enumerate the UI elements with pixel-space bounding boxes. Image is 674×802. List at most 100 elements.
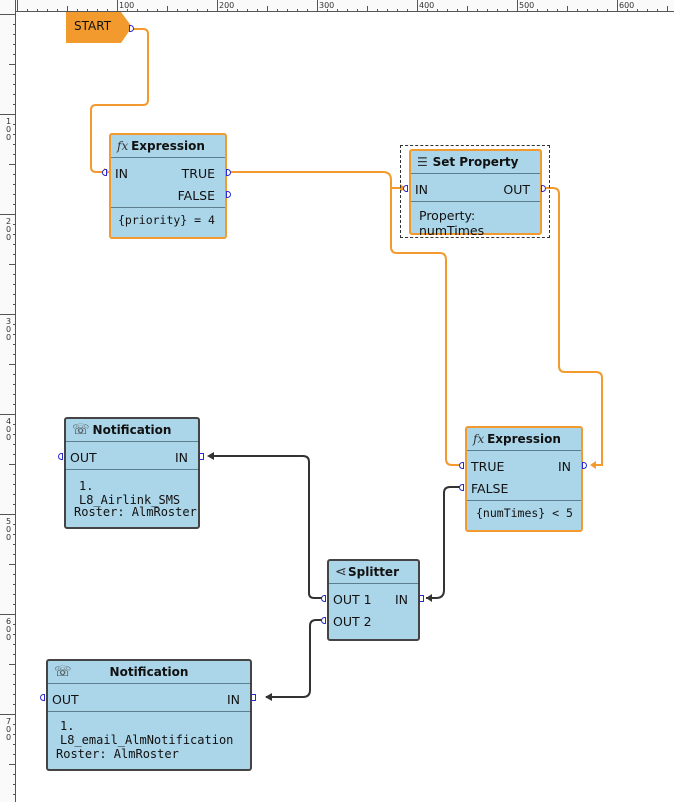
ruler-label: 400 — [419, 1, 434, 10]
out-port-label: OUT — [52, 692, 79, 707]
expression2-in-port[interactable] — [582, 462, 587, 469]
ruler-label: 0 — [6, 233, 11, 242]
property-text: Property: numTimes — [419, 208, 485, 238]
wire-start-to-expression[interactable] — [90, 28, 149, 173]
fx-icon: fx — [117, 139, 129, 153]
ruler-label: 100 — [119, 1, 134, 10]
ruler-label: 0 — [6, 725, 11, 734]
wire-false-to-splitter[interactable] — [426, 486, 460, 599]
in-port-label: IN — [174, 450, 188, 465]
out2-port-label: OUT 2 — [333, 614, 372, 629]
true-port-label: TRUE — [471, 459, 505, 474]
roster-text: Roster: AlmRoster — [74, 505, 197, 519]
wire-splitter-to-notification1[interactable] — [210, 455, 322, 599]
divider — [467, 500, 581, 501]
expression-text: {numTimes} < 5 — [476, 506, 573, 520]
ruler-label: 1 — [6, 117, 11, 126]
arrowhead — [207, 452, 214, 460]
ruler-label: 0 — [6, 533, 11, 542]
ruler-label: 0 — [6, 125, 11, 134]
splitter-out1-port[interactable] — [321, 595, 326, 602]
wire-setproperty-to-expression2[interactable] — [546, 187, 603, 466]
ruler-label: 6 — [6, 617, 11, 626]
selection-box — [400, 145, 550, 238]
roster-text: Roster: AlmRoster — [56, 747, 179, 761]
divider — [111, 207, 225, 208]
out-port-label: OUT — [70, 450, 97, 465]
in-port-label: IN — [226, 692, 240, 707]
arrowhead — [590, 461, 596, 469]
start-label: START — [74, 19, 112, 33]
ruler-label: 0 — [6, 733, 11, 742]
ruler-label: 4 — [6, 417, 11, 426]
notification-item: 1. L8_email_AlmNotification — [60, 719, 234, 747]
node-title: Set Property — [432, 155, 519, 169]
notification1-out-port[interactable] — [58, 453, 63, 460]
expression1-true-port[interactable] — [226, 169, 231, 176]
true-port-label: TRUE — [181, 166, 215, 181]
fx-icon: fx — [473, 432, 485, 446]
ruler-label: 500 — [519, 1, 534, 10]
splitter-in-port[interactable] — [419, 595, 424, 602]
ruler-label: 0 — [6, 325, 11, 334]
notification-node-2[interactable]: ☏ Notification OUT IN 1. L8_email_AlmNotif… — [46, 659, 252, 771]
wire-loop-to-setproperty[interactable] — [390, 188, 460, 466]
expression1-in-port[interactable] — [102, 169, 107, 176]
ruler-label: 600 — [619, 1, 634, 10]
out1-port-label: OUT 1 — [333, 592, 372, 607]
node-title: Expression — [131, 139, 205, 153]
wire-splitter-to-notification2[interactable] — [266, 619, 322, 698]
node-title: Notification — [109, 665, 189, 679]
false-port-label: FALSE — [471, 481, 509, 496]
expression2-true-port[interactable] — [459, 462, 464, 469]
in-port-label: IN — [115, 166, 129, 181]
setproperty-out-port[interactable] — [541, 185, 546, 192]
notification-item: 1. L8_Airlink_SMS — [79, 479, 181, 507]
divider — [66, 469, 198, 470]
arrowhead — [426, 594, 432, 602]
ruler-label: 3 — [6, 317, 11, 326]
setproperty-in-port[interactable] — [403, 185, 408, 192]
ruler-label: 0 — [6, 133, 11, 142]
node-title: Expression — [487, 432, 561, 446]
ruler-label: 7 — [6, 717, 11, 726]
expression2-false-port[interactable] — [459, 484, 464, 491]
expression-text: {priority} = 4 — [118, 213, 215, 227]
phone-icon: ☏ — [72, 422, 90, 438]
in-port-label: IN — [394, 592, 408, 607]
ruler-label: 5 — [6, 517, 11, 526]
in-port-label: IN — [557, 459, 571, 474]
start-node[interactable] — [66, 12, 132, 43]
ruler-label: 0 — [6, 433, 11, 442]
wire-true-to-setproperty[interactable] — [230, 171, 404, 189]
start-out-port[interactable] — [129, 25, 134, 32]
ruler-label: 0 — [6, 625, 11, 634]
checklist-icon: ☰ — [417, 155, 428, 169]
splitter-node[interactable]: ⋖Splitter OUT 1 IN OUT 2 — [327, 559, 420, 641]
node-title: Splitter — [348, 565, 399, 579]
ruler-label: 0 — [6, 525, 11, 534]
out-port-label: OUT — [503, 182, 530, 197]
split-icon: ⋖ — [335, 564, 347, 580]
ruler-label: 0 — [6, 333, 11, 342]
notification1-in-port[interactable] — [199, 453, 204, 460]
notification-node-1[interactable]: ☏Notification OUT IN 1. L8_Airlink_SMS Ro… — [64, 417, 200, 529]
phone-icon: ☏ — [54, 664, 72, 680]
node-title: Notification — [92, 423, 172, 437]
splitter-out2-port[interactable] — [321, 617, 326, 624]
expression1-false-port[interactable] — [226, 191, 231, 198]
ruler-label: 0 — [6, 225, 11, 234]
divider — [411, 201, 540, 202]
arrowhead — [265, 693, 272, 701]
notification2-out-port[interactable] — [40, 694, 45, 701]
divider — [48, 711, 250, 712]
ruler-label: 300 — [319, 1, 334, 10]
false-port-label: FALSE — [177, 188, 215, 203]
notification2-in-port[interactable] — [251, 694, 256, 701]
ruler-label: 0 — [6, 425, 11, 434]
